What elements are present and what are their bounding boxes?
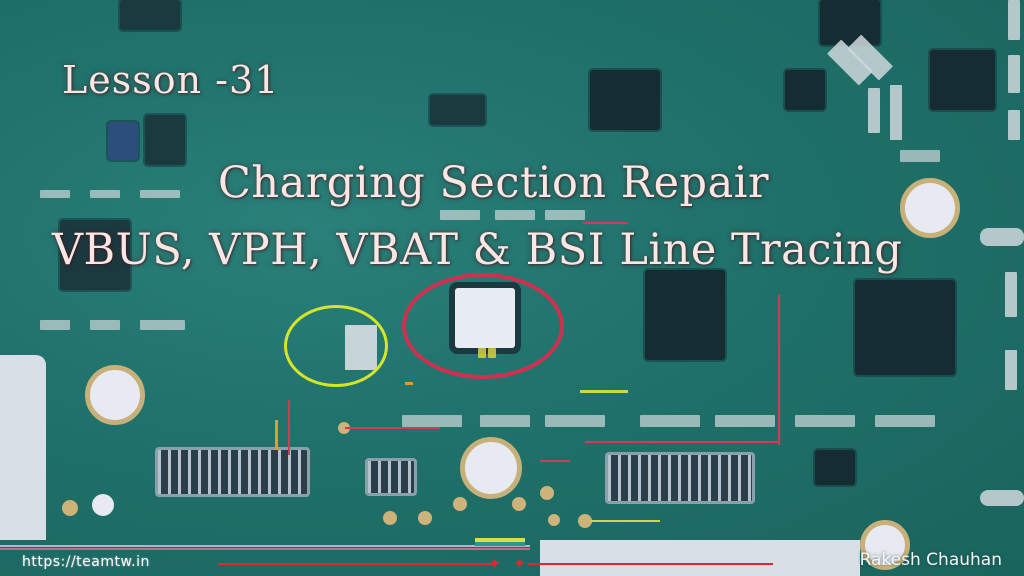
pad	[900, 150, 940, 162]
pad	[640, 415, 700, 427]
via	[338, 422, 350, 434]
board-connector	[605, 452, 755, 504]
trace-yellow	[580, 390, 628, 393]
pad	[1008, 0, 1020, 40]
mounting-hole	[860, 520, 910, 570]
pad	[90, 190, 120, 198]
trace-orange	[275, 420, 278, 450]
flex-strip	[0, 548, 530, 550]
board-cutout	[0, 355, 46, 540]
ic-chip	[145, 115, 185, 165]
via	[578, 514, 592, 528]
flex-strip	[475, 542, 525, 546]
pad	[545, 210, 585, 220]
via	[512, 497, 526, 511]
via	[540, 486, 554, 500]
ic-chip	[855, 280, 955, 375]
title-line-1: Charging Section Repair	[218, 158, 770, 208]
pad	[1008, 110, 1020, 140]
ic-chip	[820, 0, 880, 45]
via	[453, 497, 467, 511]
ic-chip	[785, 70, 825, 110]
pad	[440, 210, 480, 220]
board-connector	[365, 458, 417, 496]
trace-red	[778, 295, 780, 445]
trace-red	[585, 441, 780, 443]
trace-red	[583, 222, 628, 224]
pad	[795, 415, 855, 427]
red-accent-line	[218, 563, 493, 565]
pad	[1005, 272, 1017, 317]
trace-yellow	[590, 520, 660, 522]
lesson-label: Lesson -31	[62, 58, 280, 102]
title-line-2: VBUS, VPH, VBAT & BSI Line Tracing	[52, 225, 903, 275]
pad	[402, 415, 462, 427]
flex-strip	[475, 538, 525, 542]
mounting-hole	[900, 178, 960, 238]
red-accent-line	[528, 563, 773, 565]
pad	[980, 228, 1024, 246]
red-circle-marker	[402, 273, 564, 379]
pad	[40, 320, 70, 330]
pad	[140, 320, 185, 330]
pad	[480, 415, 530, 427]
yellow-circle-marker	[284, 305, 388, 387]
trace-red	[540, 460, 570, 462]
pad	[715, 415, 775, 427]
mounting-hole	[85, 365, 145, 425]
pad	[495, 210, 535, 220]
pad	[875, 415, 935, 427]
pad	[980, 490, 1024, 506]
board-cutout	[540, 540, 860, 576]
trace-red	[345, 427, 440, 429]
inductor	[108, 122, 138, 160]
pad	[890, 85, 902, 140]
via	[92, 494, 114, 516]
ic-chip	[590, 70, 660, 130]
star-icon: ✦	[513, 554, 527, 573]
star-icon: ✦	[488, 554, 502, 573]
ic-chip	[60, 220, 130, 290]
pad	[90, 320, 120, 330]
trace-orange	[405, 382, 413, 385]
via	[548, 514, 560, 526]
ic-chip	[120, 0, 180, 30]
pad	[868, 88, 880, 133]
via	[62, 500, 78, 516]
pad	[545, 415, 605, 427]
board-connector	[155, 447, 310, 497]
ic-chip	[930, 50, 995, 110]
flex-strip	[0, 545, 530, 547]
via	[383, 511, 397, 525]
ic-chip	[815, 450, 855, 485]
mounting-hole	[460, 437, 522, 499]
trace-red	[288, 400, 290, 455]
pad	[140, 190, 180, 198]
pad	[40, 190, 70, 198]
author-name: Rakesh Chauhan	[859, 550, 1002, 570]
ic-chip	[430, 95, 485, 125]
pad	[1005, 350, 1017, 390]
website-url[interactable]: https://teamtw.in	[22, 554, 150, 570]
pad	[1008, 55, 1020, 93]
via	[418, 511, 432, 525]
ic-chip	[645, 270, 725, 360]
